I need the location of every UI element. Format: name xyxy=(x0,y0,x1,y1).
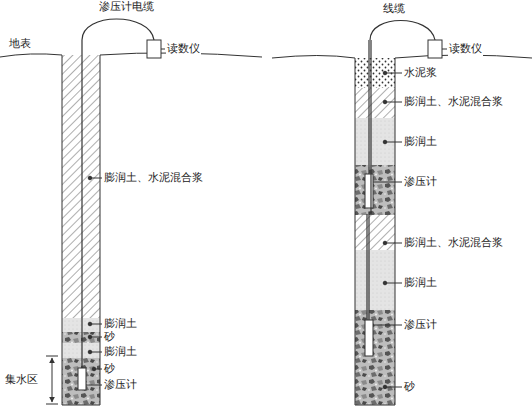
part-label: 集水区 xyxy=(4,373,39,387)
part-label: 膨润土、水泥混合浆 xyxy=(103,171,204,185)
part-label: 线缆 xyxy=(382,2,406,16)
part-label: 渗压计 xyxy=(403,318,438,332)
part-label: 膨润土 xyxy=(103,345,138,359)
part-label: 膨润土 xyxy=(403,135,438,149)
part-label: 膨润土 xyxy=(403,276,438,290)
part-label: 水泥浆 xyxy=(403,66,438,80)
part-label: 膨润土、水泥混合浆 xyxy=(403,236,504,250)
part-label: 膨润土、水泥混合浆 xyxy=(403,95,504,109)
part-label: 砂 xyxy=(403,380,416,394)
part-label: 地表 xyxy=(8,37,32,51)
part-label: 膨润土 xyxy=(103,317,138,331)
part-label: 砂 xyxy=(103,362,116,376)
part-label: 读数仪 xyxy=(166,42,201,56)
part-label: 读数仪 xyxy=(448,42,483,56)
part-label: 渗压计 xyxy=(103,378,138,392)
part-label: 渗压计电缆 xyxy=(98,0,155,14)
part-label: 砂 xyxy=(103,330,116,344)
part-label: 渗压计 xyxy=(403,175,438,189)
